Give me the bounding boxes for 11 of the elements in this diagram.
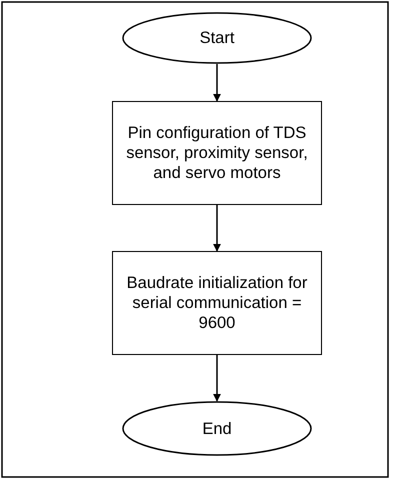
terminator-label: End	[201, 418, 233, 438]
arrow	[213, 64, 221, 102]
terminator-label: Start	[198, 28, 236, 48]
process-box	[112, 101, 322, 205]
terminator-ellipse	[122, 12, 312, 64]
process-label: Baudrate initialization for serial communication = 9600	[126, 273, 308, 333]
process-box	[112, 251, 322, 355]
arrow	[213, 205, 221, 252]
process-label: Pin configuration of TDS sensor, proximity sensor, and servo motors	[125, 123, 309, 183]
arrow	[213, 355, 221, 402]
terminator-ellipse	[122, 401, 312, 456]
